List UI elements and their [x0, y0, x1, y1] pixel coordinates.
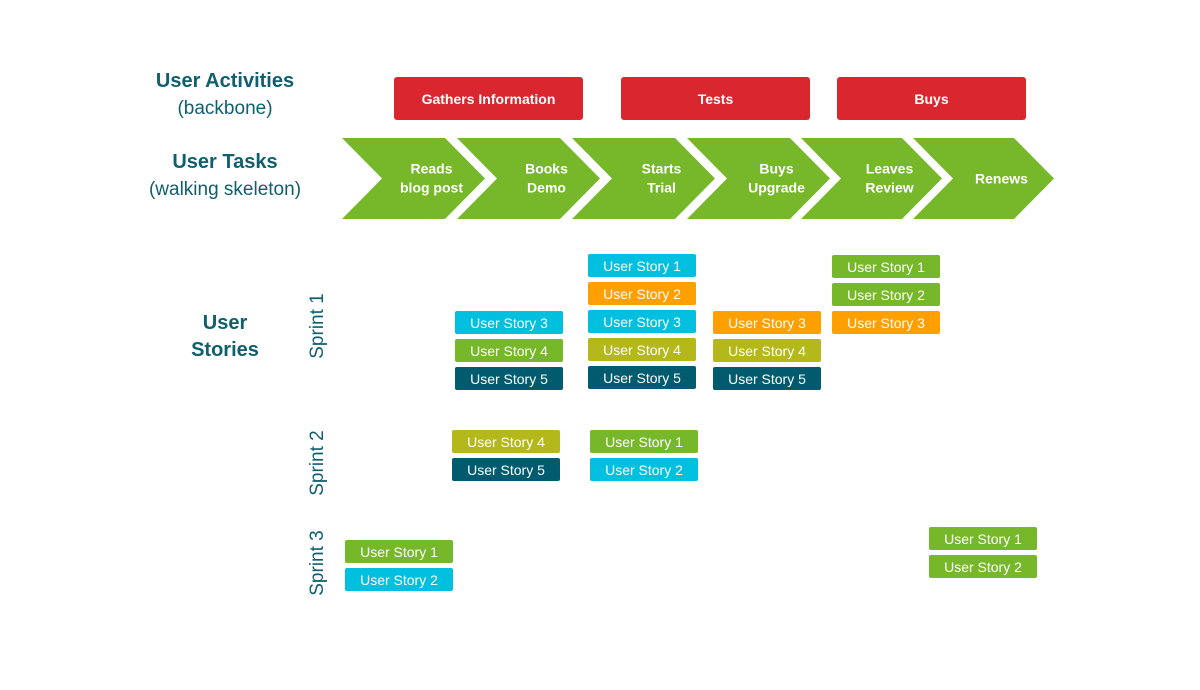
task-chevron-1	[342, 138, 485, 219]
activity-3: Buys	[837, 77, 1026, 120]
activity-1: Gathers Information	[394, 77, 583, 120]
story-card: User Story 1	[832, 255, 940, 278]
task-chevron-6	[913, 138, 1054, 219]
task-label-5-line1: Leaves	[866, 161, 914, 177]
tasks-title: User Tasks	[172, 151, 278, 173]
story-card: User Story 2	[345, 568, 453, 591]
story-card: User Story 4	[452, 430, 560, 453]
activities-label: User Activities (backbone)	[140, 68, 310, 122]
story-card: User Story 3	[713, 311, 821, 334]
task-label-2-line1: Books	[525, 161, 568, 177]
stories-label: User Stories	[175, 310, 275, 364]
story-card: User Story 4	[588, 338, 696, 361]
story-card: User Story 3	[455, 311, 563, 334]
task-label-5-line2: Review	[865, 180, 913, 196]
story-card: User Story 4	[713, 339, 821, 362]
activity-2: Tests	[621, 77, 810, 120]
story-card: User Story 5	[452, 458, 560, 481]
story-card: User Story 3	[832, 311, 940, 334]
sprint-label-3: Sprint 3	[307, 530, 328, 596]
tasks-label: User Tasks (walking skeleton)	[125, 149, 325, 203]
task-label-3-line2: Trial	[647, 180, 676, 196]
activities-subtitle: (backbone)	[177, 98, 273, 119]
story-card: User Story 5	[713, 367, 821, 390]
task-label-1-line2: blog post	[400, 180, 463, 196]
tasks-subtitle: (walking skeleton)	[148, 179, 302, 200]
activities-title: User Activities	[155, 70, 295, 92]
sprint-label-2: Sprint 2	[307, 430, 328, 496]
task-chevron-3	[572, 138, 715, 219]
story-card: User Story 5	[455, 367, 563, 390]
story-card: User Story 3	[588, 310, 696, 333]
task-label-6-line1: Renews	[975, 171, 1028, 187]
task-chevron-5	[801, 138, 942, 219]
task-label-4-line1: Buys	[759, 161, 793, 177]
stories-label-line1: User	[202, 312, 248, 334]
task-label-4-line2: Upgrade	[748, 180, 805, 196]
task-label-1-line1: Reads	[410, 161, 452, 177]
task-label-2-line2: Demo	[527, 180, 566, 196]
task-label-3-line1: Starts	[642, 161, 682, 177]
task-chevron-2	[457, 138, 600, 219]
story-card: User Story 1	[345, 540, 453, 563]
story-card: User Story 2	[929, 555, 1037, 578]
story-card: User Story 2	[590, 458, 698, 481]
stories-label-line2: Stories	[191, 339, 259, 361]
sprint-label-1: Sprint 1	[307, 293, 328, 359]
story-card: User Story 1	[929, 527, 1037, 550]
story-card: User Story 2	[832, 283, 940, 306]
task-chevron-4	[687, 138, 830, 219]
story-card: User Story 2	[588, 282, 696, 305]
story-card: User Story 4	[455, 339, 563, 362]
story-card: User Story 1	[590, 430, 698, 453]
story-card: User Story 1	[588, 254, 696, 277]
story-card: User Story 5	[588, 366, 696, 389]
